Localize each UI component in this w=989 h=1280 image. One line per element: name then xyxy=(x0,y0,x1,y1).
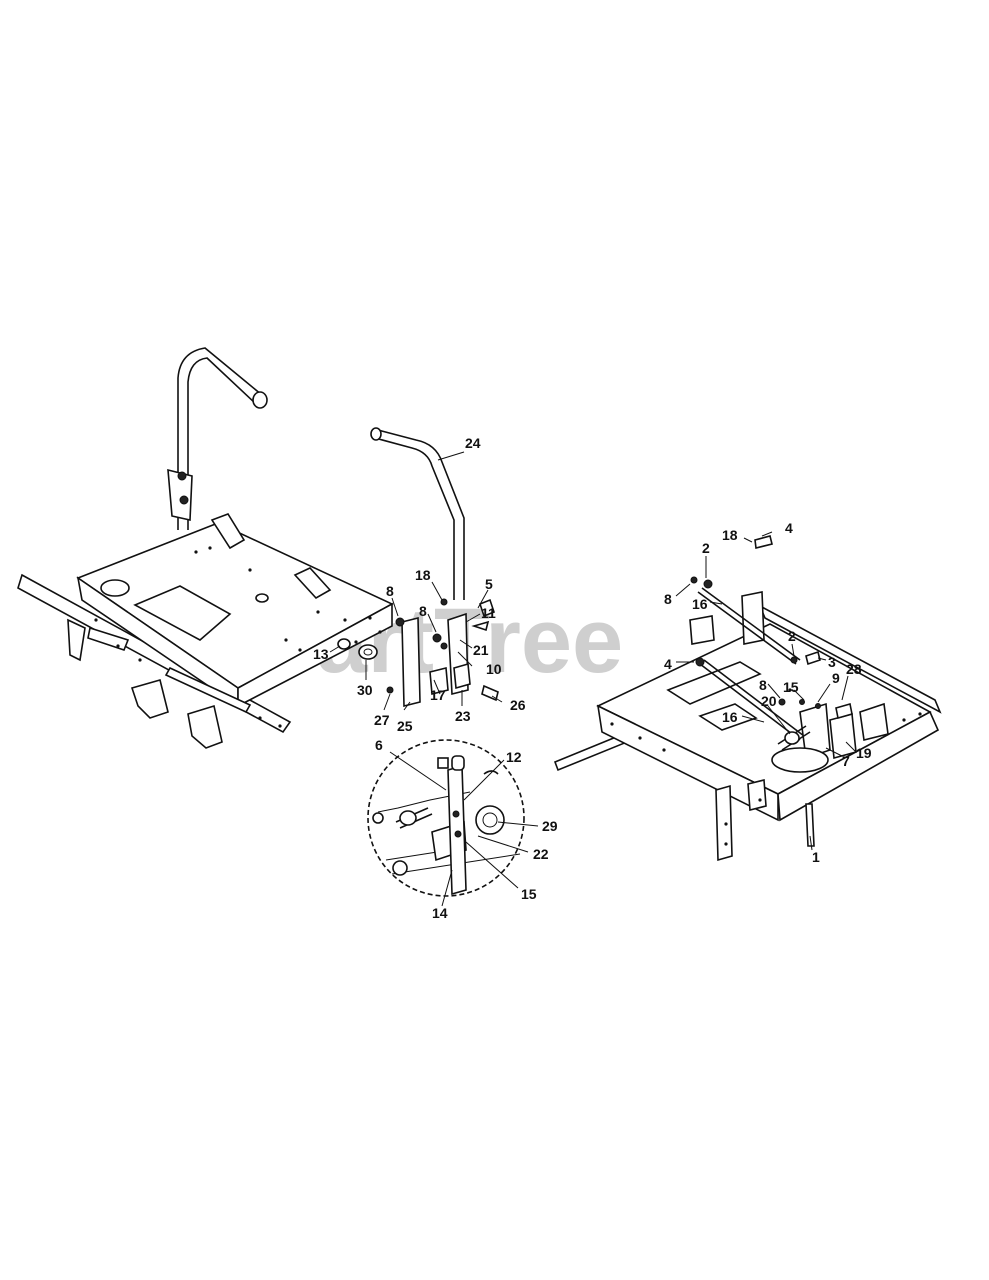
callout-24: 24 xyxy=(465,435,481,451)
callout-18: 18 xyxy=(415,567,431,583)
callout-2: 2 xyxy=(702,540,710,556)
lever-assembly xyxy=(337,427,499,708)
callout-23: 23 xyxy=(455,708,471,724)
callout-13: 13 xyxy=(313,646,329,662)
leader-lines xyxy=(329,451,857,907)
callout-9: 9 xyxy=(832,670,840,686)
callout-15: 15 xyxy=(783,679,799,695)
callout-15: 15 xyxy=(521,886,537,902)
callout-10: 10 xyxy=(486,661,502,677)
detail-inset xyxy=(367,739,525,897)
callout-16: 16 xyxy=(722,709,738,725)
callout-30: 30 xyxy=(357,682,373,698)
callout-8: 8 xyxy=(759,677,767,693)
callout-6: 6 xyxy=(375,737,383,753)
callout-12: 12 xyxy=(506,749,522,765)
callout-3: 3 xyxy=(828,654,836,670)
callout-17: 17 xyxy=(430,687,446,703)
callout-4: 4 xyxy=(664,656,672,672)
callout-11: 11 xyxy=(481,605,496,621)
callout-8: 8 xyxy=(664,591,672,607)
callout-5: 5 xyxy=(485,576,493,592)
callout-8: 8 xyxy=(419,603,427,619)
callout-14: 14 xyxy=(432,905,448,921)
callout-4: 4 xyxy=(785,520,793,536)
left-frame-assembly xyxy=(17,347,394,749)
callout-8: 8 xyxy=(386,583,394,599)
callout-25: 25 xyxy=(397,718,413,734)
callout-26: 26 xyxy=(510,697,526,713)
callout-2: 2 xyxy=(788,628,796,644)
callout-16: 16 xyxy=(692,596,708,612)
callout-18: 18 xyxy=(722,527,738,543)
callout-7: 7 xyxy=(842,753,850,769)
callout-22: 22 xyxy=(533,846,549,862)
callout-29: 29 xyxy=(542,818,558,834)
right-frame-assembly xyxy=(553,535,942,862)
callout-27: 27 xyxy=(374,712,390,728)
callout-labels: 24 18 5 11 8 8 21 10 13 30 17 23 26 27 2… xyxy=(313,435,872,921)
callout-1: 1 xyxy=(812,849,820,865)
callout-21: 21 xyxy=(473,642,489,658)
callout-20: 20 xyxy=(761,693,777,709)
callout-28: 28 xyxy=(846,661,862,677)
callout-19: 19 xyxy=(856,745,872,761)
